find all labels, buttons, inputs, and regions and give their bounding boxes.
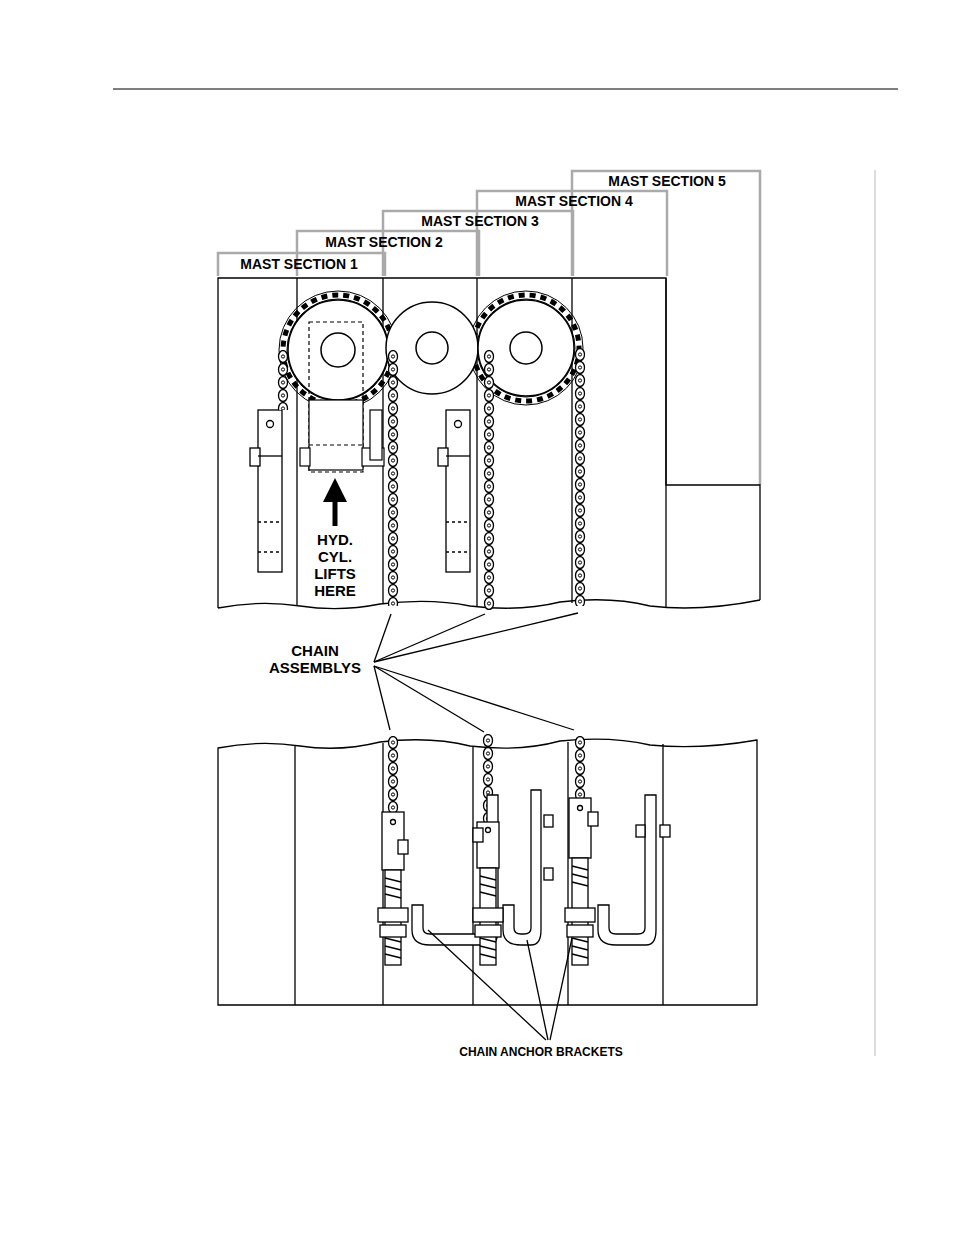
section-label: MAST SECTION 2 <box>325 234 442 250</box>
section-label: MAST SECTION 1 <box>240 256 357 272</box>
section-label: MAST SECTION 3 <box>421 213 538 229</box>
section-label: MAST SECTION 5 <box>608 173 725 189</box>
part-label: CHAIN ASSEMBLYS <box>260 642 370 677</box>
callout-note: HYD. CYL. LIFTS HERE <box>307 531 363 600</box>
section-label: MAST SECTION 4 <box>515 193 632 209</box>
part-label: CHAIN ANCHOR BRACKETS <box>459 1046 623 1060</box>
